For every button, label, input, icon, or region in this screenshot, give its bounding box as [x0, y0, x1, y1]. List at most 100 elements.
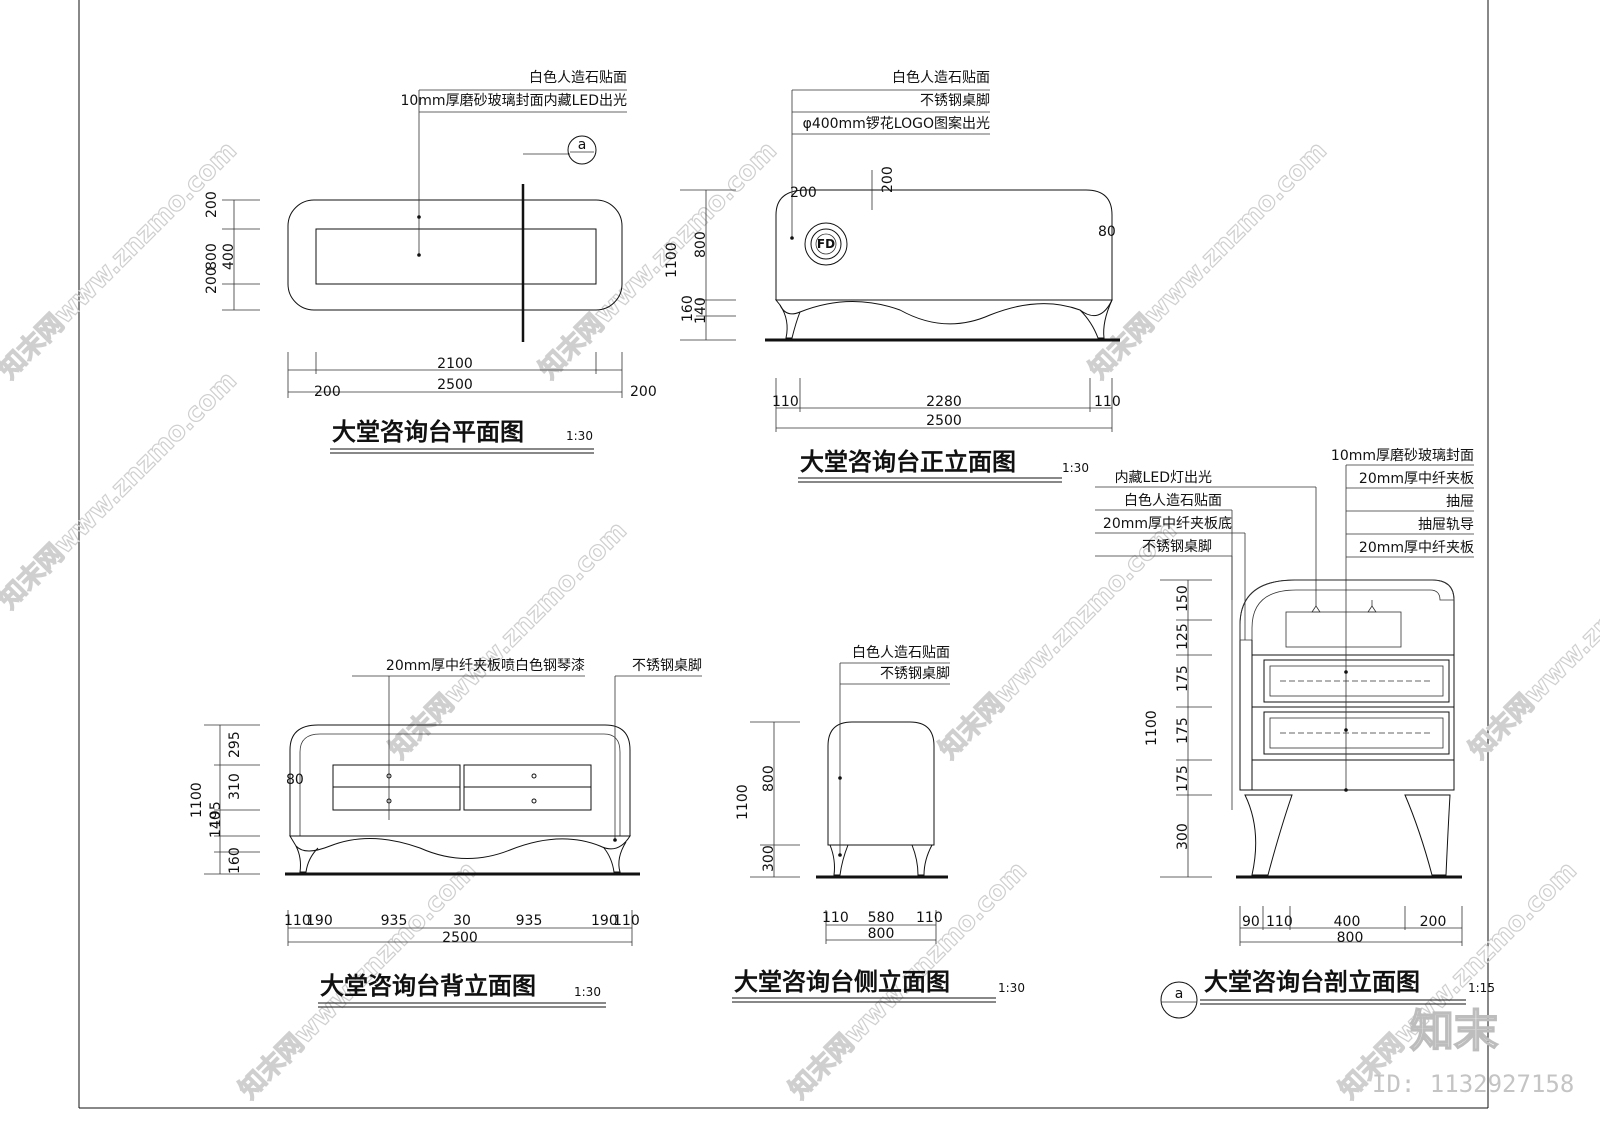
- side-dim-bottom: 800: [868, 926, 895, 942]
- front-dim-left: 800: [693, 231, 709, 258]
- back-title: 大堂咨询台背立面图: [320, 972, 536, 1000]
- side-leg-right: [911, 844, 933, 876]
- back-elevation: 20mm厚中纤夹板喷白色钢琴漆 不锈钢桌脚 1100 295 310 195 1…: [189, 657, 702, 1008]
- front-dim-left: 1100: [664, 242, 680, 278]
- section-mark: a: [1175, 986, 1184, 1002]
- plan-dim-left: 200: [204, 191, 220, 218]
- side-dim-left: 1100: [735, 784, 751, 820]
- section-label-right: 10mm厚磨砂玻璃封面: [1331, 447, 1474, 464]
- front-leg-right: [1079, 299, 1113, 339]
- section-mark-circle: [1160, 981, 1198, 1019]
- back-label: 不锈钢桌脚: [632, 658, 702, 674]
- back-dim-bottom: 30: [453, 913, 471, 929]
- front-body: [775, 189, 1113, 301]
- plan-section-circle: [567, 135, 597, 165]
- front-dim-left: 160: [680, 295, 696, 322]
- section-drawer-top: [1263, 659, 1450, 703]
- back-dim-bottom: 190: [306, 913, 333, 929]
- back-body: [289, 724, 631, 837]
- front-elevation: FD 白色人造石贴面 不锈钢桌脚 φ400mm锣花LOGO图案出光 1100 8…: [664, 69, 1121, 483]
- section-elevation: 内藏LED灯出光 白色人造石贴面 20mm厚中纤夹板底 不锈钢桌脚 10mm厚磨…: [1095, 447, 1495, 1019]
- plan-section-mark: a: [578, 137, 587, 153]
- side-body: [827, 721, 935, 846]
- back-dim-left: 1100: [189, 782, 205, 818]
- section-label-left: 内藏LED灯出光: [1115, 470, 1212, 486]
- section-label-right: 抽屉轨导: [1418, 517, 1474, 533]
- side-scale: 1:30: [998, 981, 1025, 995]
- plan-label-stone: 白色人造石贴面: [529, 69, 627, 86]
- front-label: φ400mm锣花LOGO图案出光: [803, 115, 990, 132]
- front-leg-left: [779, 304, 801, 339]
- side-title: 大堂咨询台侧立面图: [734, 968, 950, 996]
- section-dim-bottom: 200: [1420, 914, 1447, 930]
- back-dim-bottom: 110: [613, 913, 640, 929]
- back-dim-bottom: 935: [381, 913, 408, 929]
- plan-dim-bottom: 2100: [437, 356, 473, 372]
- section-dim-left: 175: [1175, 765, 1191, 792]
- back-dim-left: 160: [227, 847, 243, 874]
- section-dim-left: 125: [1175, 623, 1191, 650]
- brand-logo: 知末: [1410, 1006, 1498, 1057]
- section-label-right: 20mm厚中纤夹板: [1359, 540, 1474, 556]
- section-leg-right: [1404, 794, 1451, 876]
- watermark: 知末网www.znzmo.com: [1464, 516, 1600, 765]
- back-dim-inner: 80: [286, 772, 304, 788]
- plan-dim-left: 200: [204, 267, 220, 294]
- section-label-right: 抽屉: [1446, 494, 1474, 510]
- front-dim-bottom: 2500: [926, 413, 962, 429]
- section-dim-bottom: 400: [1334, 914, 1361, 930]
- plan-scale: 1:30: [566, 429, 593, 443]
- plan-label-glass: 10mm厚磨砂玻璃封面内藏LED出光: [400, 92, 627, 109]
- watermark: 知末网www.znzmo.com: [0, 366, 243, 615]
- back-dim-left: 310: [227, 773, 243, 800]
- back-leg-left: [295, 845, 319, 873]
- front-dim-top: 200: [880, 166, 896, 193]
- back-dim-left: 195: [208, 801, 224, 828]
- back-dim-bottom: 110: [284, 913, 311, 929]
- section-dim-left: 150: [1175, 585, 1191, 612]
- side-dim-left: 300: [761, 845, 777, 872]
- side-elevation: 白色人造石贴面 不锈钢桌脚 1100 800 300 110 580 110 8…: [732, 644, 1025, 1003]
- section-drawer-mid: [1263, 711, 1450, 755]
- side-dim-bottom: 580: [868, 910, 895, 926]
- section-dim-bottom: 110: [1266, 914, 1293, 930]
- back-leg-right: [603, 841, 627, 873]
- plan-dim-bottom: 2500: [437, 377, 473, 393]
- plan-view: a 白色人造石贴面 10mm厚磨砂玻璃封面内藏LED出光 200 800 400…: [204, 69, 657, 454]
- watermark: 知末网www.znzmo.com: [384, 516, 633, 765]
- brand-id: ID: 1132927158: [1372, 1070, 1574, 1098]
- section-dim-left: 175: [1175, 717, 1191, 744]
- side-dim-bottom: 110: [822, 910, 849, 926]
- plan-dim-left: 400: [221, 243, 237, 270]
- front-dim-bottom: 110: [1094, 394, 1121, 410]
- back-dim-bottom: 935: [516, 913, 543, 929]
- front-dim-bottom: 110: [772, 394, 799, 410]
- section-label-left: 20mm厚中纤夹板底: [1103, 516, 1232, 532]
- side-label: 白色人造石贴面: [852, 644, 950, 661]
- section-title: 大堂咨询台剖立面图: [1204, 968, 1420, 996]
- side-label: 不锈钢桌脚: [880, 666, 950, 682]
- back-dim-bottom: 190: [591, 913, 618, 929]
- side-leg-left: [829, 844, 849, 876]
- section-scale: 1:15: [1468, 981, 1495, 995]
- back-dim-bottom: 2500: [442, 930, 478, 946]
- plan-dim-bottom: 200: [314, 384, 341, 400]
- plan-dim-left: 800: [204, 243, 220, 270]
- section-dim-bottom: 800: [1337, 930, 1364, 946]
- front-label: 白色人造石贴面: [892, 69, 990, 86]
- front-dim-top: 200: [790, 185, 817, 201]
- section-dim-left: 300: [1175, 823, 1191, 850]
- front-logo-text: FD: [817, 237, 835, 251]
- back-label: 20mm厚中纤夹板喷白色钢琴漆: [386, 657, 585, 674]
- side-dim-bottom: 110: [916, 910, 943, 926]
- front-title: 大堂咨询台正立面图: [800, 448, 1016, 476]
- front-logo-outer: [804, 222, 848, 266]
- section-label-left: 白色人造石贴面: [1124, 492, 1222, 509]
- front-dim-right: 80: [1098, 224, 1116, 240]
- section-leg-left: [1244, 794, 1293, 876]
- plan-title: 大堂咨询台平面图: [332, 418, 524, 446]
- plan-outline: [287, 199, 623, 311]
- watermark: 知末网www.znzmo.com: [1084, 136, 1333, 385]
- watermarks: 知末网www.znzmo.com 知末网www.znzmo.com 知末网www…: [0, 135, 1600, 1105]
